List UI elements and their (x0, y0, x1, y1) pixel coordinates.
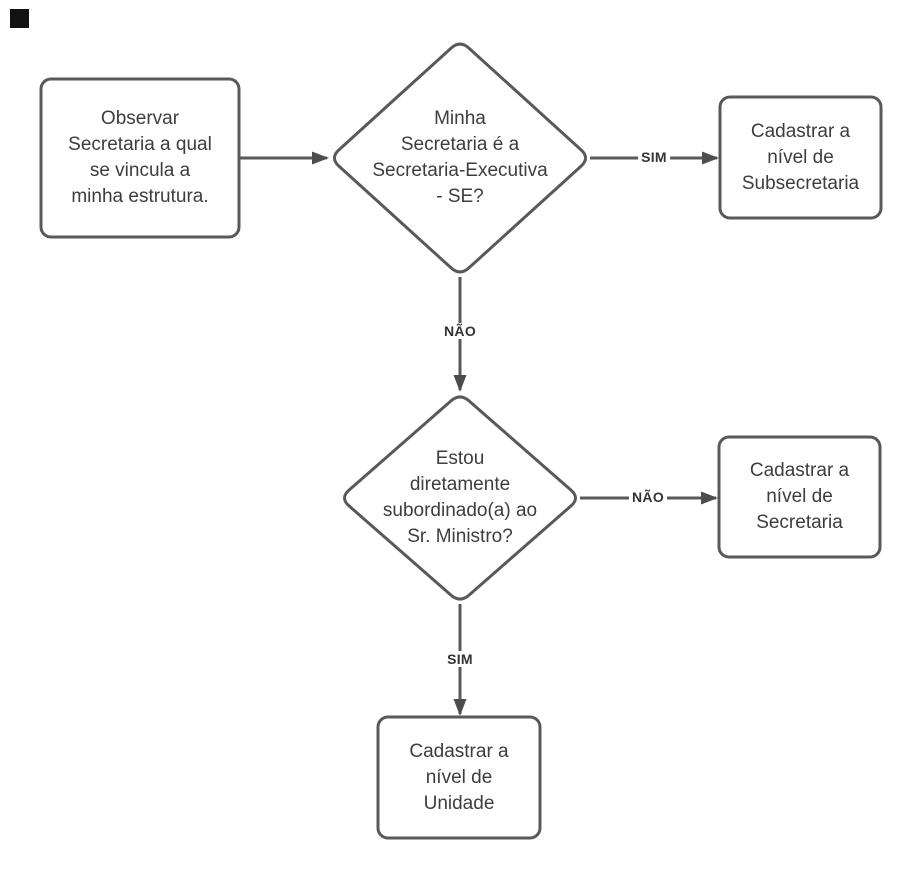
register-unidade-node-shape (376, 715, 542, 840)
register-secretaria-node-shape (717, 435, 882, 559)
decision-ministro-node-shape (343, 395, 577, 601)
corner-artifact-square (10, 9, 29, 28)
decision-se-node-shape (332, 42, 588, 274)
start-node-shape (39, 77, 241, 239)
register-subsecretaria-node-shape (718, 95, 883, 220)
